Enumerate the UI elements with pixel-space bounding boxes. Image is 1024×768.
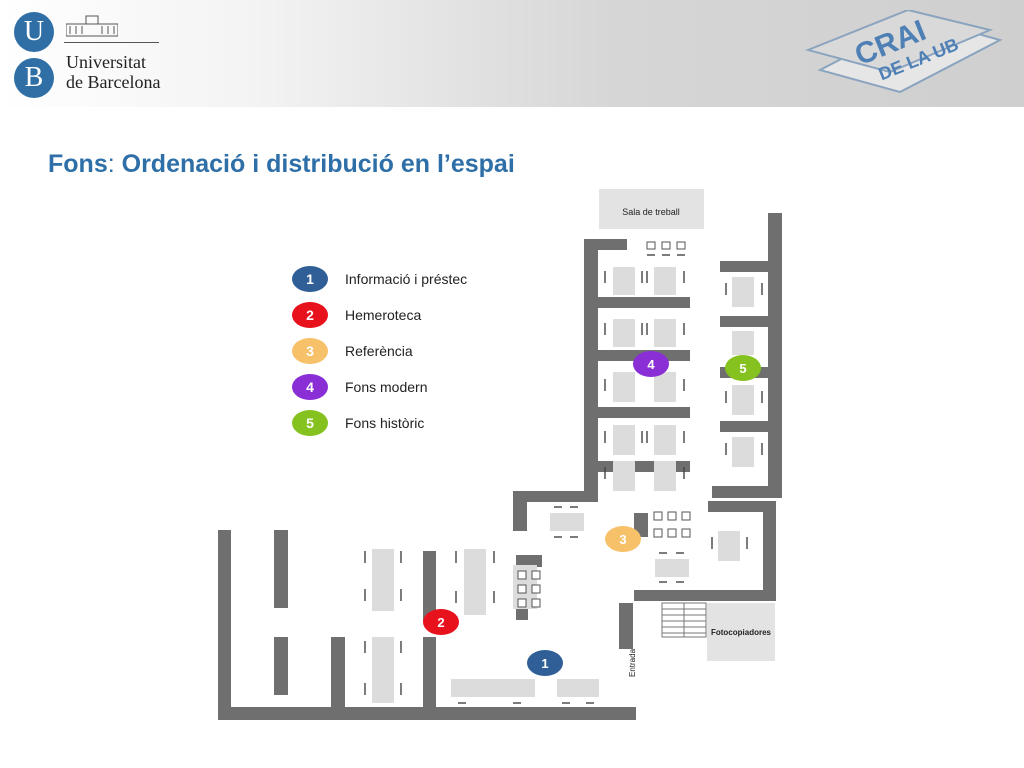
legend-badge-3: 3 bbox=[292, 338, 328, 364]
plan-walls bbox=[218, 213, 782, 720]
plan-stairs bbox=[661, 602, 707, 638]
university-name-line1: Universitat bbox=[66, 52, 146, 72]
marker-4[interactable]: 4 bbox=[633, 351, 669, 377]
page-title-colon: : bbox=[107, 150, 115, 178]
legend-label-5: Fons històric bbox=[345, 415, 425, 431]
marker-5[interactable]: 5 bbox=[725, 355, 761, 381]
entrance-label: Entrada bbox=[628, 648, 637, 677]
page-title-rest: Ordenació i distribució en l’espai bbox=[114, 150, 515, 178]
crai-logo[interactable]: CRAI DE LA UB bbox=[800, 10, 1015, 98]
logo-letter-b: B bbox=[14, 58, 54, 98]
legend-item-5: 5 Fons històric bbox=[290, 410, 510, 440]
legend-item-3: 3 Referència bbox=[290, 338, 510, 368]
fotocopiadores-room bbox=[707, 603, 775, 661]
marker-1[interactable]: 1 bbox=[527, 650, 563, 676]
legend-item-4: 4 Fons modern bbox=[290, 374, 510, 404]
sala-de-treball-label: Sala de treball bbox=[622, 207, 680, 217]
legend-item-2: 2 Hemeroteca bbox=[290, 302, 510, 332]
fotocopiadores-label: Fotocopiadores bbox=[711, 628, 772, 637]
page-title: Fons: Ordenació i distribució en l’espai bbox=[48, 150, 515, 179]
legend-badge-4: 4 bbox=[292, 374, 328, 400]
page-title-prefix: Fons bbox=[48, 150, 108, 178]
plan-shelves bbox=[372, 267, 754, 703]
legend-item-1: 1 Informació i préstec bbox=[290, 266, 510, 296]
marker-3-label: 3 bbox=[619, 532, 626, 547]
floor-plan: Sala de treball Fotocopiadores Entrada 1… bbox=[218, 189, 782, 720]
marker-2[interactable]: 2 bbox=[423, 609, 459, 635]
plan-chair-marks bbox=[364, 254, 763, 704]
building-icon bbox=[66, 15, 118, 37]
logo-divider bbox=[64, 42, 159, 43]
legend-label-1: Informació i préstec bbox=[345, 271, 468, 287]
university-name-line2: de Barcelona bbox=[66, 72, 161, 92]
marker-1-label: 1 bbox=[541, 656, 548, 671]
university-logo[interactable]: U B Universitat de Barcelona bbox=[14, 12, 164, 100]
marker-2-label: 2 bbox=[437, 615, 444, 630]
legend-label-3: Referència bbox=[345, 343, 413, 359]
legend-badge-1: 1 bbox=[292, 266, 328, 292]
logo-letter-u: U bbox=[14, 12, 54, 52]
plan-study-tables bbox=[517, 241, 691, 608]
sala-de-treball-room bbox=[599, 189, 704, 229]
legend-label-2: Hemeroteca bbox=[345, 307, 422, 323]
marker-4-label: 4 bbox=[647, 357, 655, 372]
crai-logo-plate-front bbox=[804, 10, 994, 74]
marker-5-label: 5 bbox=[739, 361, 746, 376]
legend-badge-5: 5 bbox=[292, 410, 328, 436]
marker-3[interactable]: 3 bbox=[605, 526, 641, 552]
legend-badge-2: 2 bbox=[292, 302, 328, 328]
legend-label-4: Fons modern bbox=[345, 379, 428, 395]
